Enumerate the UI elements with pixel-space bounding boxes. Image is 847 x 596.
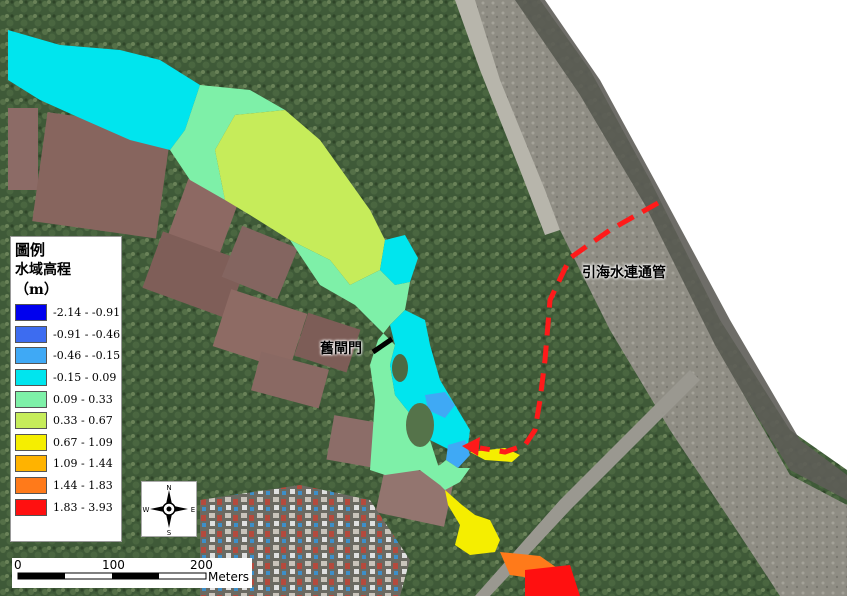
scale-tick-0: 0 — [14, 558, 22, 572]
legend-swatch — [15, 433, 47, 451]
legend-range: 1.83 - 3.93 — [53, 500, 113, 514]
legend-panel: 圖例 水域高程 （m） -2.14 - -0.91 -0.91 - -0.46 … — [10, 236, 122, 542]
legend-subtitle: 水域高程 — [15, 262, 71, 278]
scale-unit: Meters — [208, 570, 250, 584]
legend-item: -0.46 - -0.15 — [15, 345, 121, 367]
legend-swatch — [15, 455, 47, 473]
field — [221, 225, 298, 300]
field — [8, 108, 38, 190]
legend-swatch — [15, 477, 47, 495]
compass-w: W — [143, 506, 150, 514]
field — [294, 312, 361, 373]
legend-item: -2.14 - -0.91 — [15, 302, 121, 324]
scale-tick-200: 200 — [190, 558, 213, 572]
scale-bar-graphic — [17, 572, 207, 580]
compass-s: S — [167, 529, 172, 536]
zone-lightblue — [425, 392, 455, 418]
legend-swatch — [15, 369, 47, 387]
zone-red — [525, 565, 580, 596]
legend-item: 0.67 - 1.09 — [15, 432, 117, 454]
village — [200, 485, 410, 596]
embankment — [455, 0, 560, 235]
legend-item: 0.33 - 0.67 — [15, 410, 117, 432]
legend-range: -2.14 - -0.91 — [53, 306, 121, 320]
zone-green-mid — [290, 240, 440, 485]
compass-rose-icon: N S E W — [143, 484, 196, 537]
legend-range: 1.44 - 1.83 — [53, 479, 113, 493]
legend-unit: （m） — [15, 282, 58, 298]
legend-range: -0.15 - 0.09 — [53, 371, 117, 385]
legend-range: -0.46 - -0.15 — [53, 349, 121, 363]
north-arrow: N S E W — [141, 481, 197, 537]
legend-item: 0.09 - 0.33 — [15, 388, 117, 410]
zone-cyan-upper — [8, 30, 200, 150]
legend-range: -0.91 - -0.46 — [53, 327, 121, 341]
legend-swatch — [15, 347, 47, 365]
compass-n: N — [166, 484, 171, 492]
legend-item: 1.09 - 1.44 — [15, 453, 117, 475]
compass-e: E — [191, 506, 195, 514]
scale-tick-100: 100 — [102, 558, 125, 572]
island — [406, 403, 434, 447]
zone-yellow — [445, 490, 500, 555]
coastal-road — [475, 370, 700, 596]
legend-title: 圖例 — [15, 241, 46, 259]
legend-range: 0.33 - 0.67 — [53, 414, 113, 428]
zone-yellowgreen — [215, 110, 385, 285]
legend-swatch — [15, 412, 47, 430]
legend-item: -0.91 - -0.46 — [15, 324, 121, 346]
field — [251, 351, 329, 409]
legend-range: 0.67 - 1.09 — [53, 435, 113, 449]
scale-bar: 0 100 200 Meters — [12, 558, 252, 588]
field — [142, 231, 248, 319]
legend-item: 1.83 - 3.93 — [15, 496, 117, 518]
legend-item: -0.15 - 0.09 — [15, 367, 117, 389]
legend-range: 1.09 - 1.44 — [53, 457, 113, 471]
zone-cyan-lower — [390, 310, 470, 450]
legend-swatch — [15, 498, 47, 516]
surf-band — [510, 0, 847, 500]
legend-item: 1.44 - 1.83 — [15, 475, 117, 497]
field — [212, 289, 308, 371]
island — [392, 354, 408, 382]
legend-swatch — [15, 390, 47, 408]
field — [32, 112, 172, 239]
legend-swatch — [15, 325, 47, 343]
beach-gravel — [470, 0, 847, 596]
legend-rows: -2.14 - -0.91 -0.91 - -0.46 -0.46 - -0.1… — [15, 302, 121, 518]
sea-pipe-arrowhead — [462, 437, 480, 456]
zone-cyan-mid — [380, 235, 418, 285]
legend-range: 0.09 - 0.33 — [53, 392, 113, 406]
zone-green-upper — [170, 85, 285, 200]
sea-pipe-label: 引海水連通管 — [582, 265, 666, 281]
old-gate-label: 舊閘門 — [320, 341, 362, 357]
zone-green-lower — [420, 460, 470, 490]
legend-swatch — [15, 304, 47, 322]
sea-pipe-line — [479, 200, 660, 455]
old-gate-marker — [371, 336, 394, 355]
